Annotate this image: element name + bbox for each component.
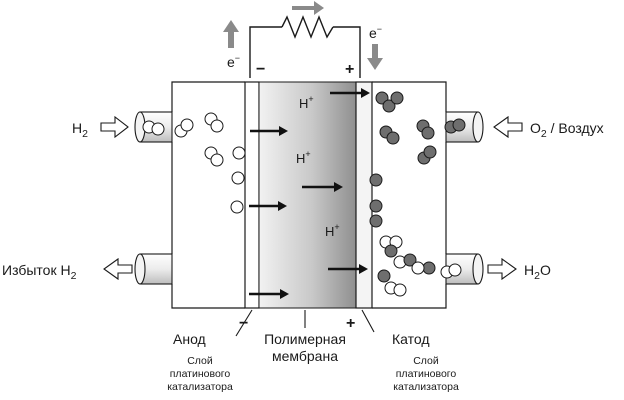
o2-air-label: O2 / Воздух xyxy=(530,120,604,140)
cathode-catalyst-label-2: платинового xyxy=(396,368,457,380)
anode-catalyst-label-1: Слой xyxy=(187,355,213,367)
anode-catalyst-label-3: катализатора xyxy=(167,381,233,393)
o2-inflow-arrow xyxy=(493,115,523,139)
cathode-chamber xyxy=(372,81,447,309)
anode-catalyst-layer xyxy=(244,81,260,309)
external-circuit xyxy=(249,15,361,78)
electron-arrow-up xyxy=(223,20,239,48)
anode-catalyst-label-2: платинового xyxy=(170,368,231,380)
anode-sign-top: − xyxy=(256,61,265,78)
membrane-label-1: Полимерная xyxy=(264,331,346,347)
h2-excess-label: Избыток H2 xyxy=(2,262,77,282)
proton-label-3: H+ xyxy=(325,222,340,239)
h2-inlet-label: H2 xyxy=(72,120,88,140)
h2o-outflow-arrow xyxy=(487,257,517,281)
cathode-sign-bottom: + xyxy=(346,315,355,332)
electron-label-right: e− xyxy=(369,24,382,41)
hydrogen-particles xyxy=(142,112,462,279)
proton-label-1: H+ xyxy=(299,94,314,111)
cathode-catalyst-label-1: Слой xyxy=(413,355,439,367)
proton-label-2: H+ xyxy=(296,149,311,166)
h2-inflow-arrow xyxy=(100,115,129,139)
cathode-catalyst-label-3: катализатора xyxy=(393,381,459,393)
leader-lines xyxy=(235,309,375,337)
tube-h2o-out xyxy=(445,253,484,285)
water-molecules xyxy=(377,235,425,297)
electron-label-left: e− xyxy=(227,53,240,70)
membrane-label-2: мембрана xyxy=(272,348,338,364)
anode-label: Анод xyxy=(173,331,206,347)
polymer-membrane xyxy=(258,81,357,309)
oxygen-particles xyxy=(369,91,466,275)
current-arrow xyxy=(292,1,324,15)
electron-arrow-down xyxy=(367,44,383,70)
cathode-sign-top: + xyxy=(345,61,354,78)
cathode-catalyst-layer xyxy=(355,81,373,309)
h2-excess-outflow-arrow xyxy=(103,257,133,281)
anode-chamber xyxy=(171,81,245,309)
tube-h2-excess xyxy=(134,253,173,285)
h2o-label: H2O xyxy=(524,262,551,282)
proton-arrows xyxy=(249,88,370,299)
resistor xyxy=(281,15,334,39)
cathode-label: Катод xyxy=(392,331,430,347)
